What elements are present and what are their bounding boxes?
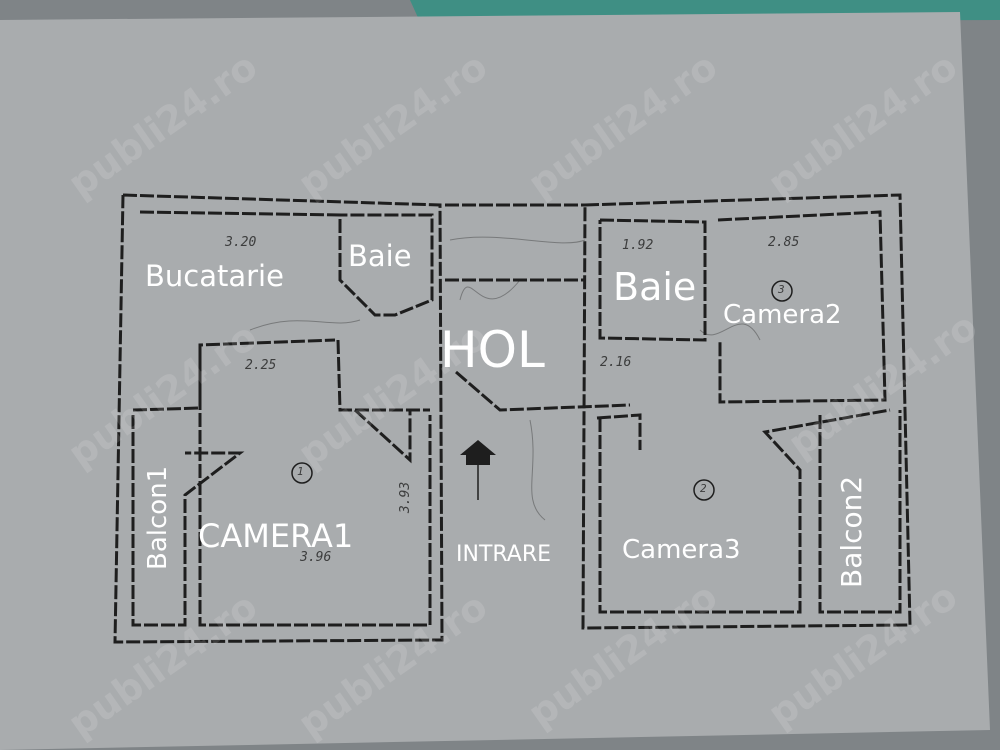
label-camera1: CAMERA1 [198, 517, 354, 555]
right-outer-wall [581, 193, 912, 630]
label-balcon2: Balcon2 [835, 475, 868, 588]
bathroom2-wall [598, 218, 707, 342]
label-bucatarie: Bucatarie [145, 259, 284, 293]
camera2-wall [717, 210, 887, 404]
label-camera3: Camera3 [622, 535, 741, 565]
label-camera2: Camera2 [723, 300, 842, 330]
kitchen-lower-wall [132, 338, 336, 412]
label-balcon1: Balcon1 [143, 465, 173, 570]
dimension-hall: 2.16 [600, 355, 632, 370]
room-number-circles [291, 280, 793, 501]
walls [113, 193, 912, 644]
hall-lower-wall [455, 370, 631, 412]
balcon1-wall [131, 415, 245, 627]
left-outer-wall [113, 193, 444, 644]
bathroom1-wall [139, 210, 434, 317]
label-hol: HOL [440, 321, 545, 379]
room-number-1: 1 [297, 465, 304, 478]
dimension-camera1-side: 3.93 [398, 481, 414, 514]
room-number-2: 2 [700, 482, 707, 495]
dimension-camera2: 2.85 [768, 235, 800, 250]
dimension-bathroom2: 1.92 [622, 238, 654, 253]
dimension-camera1-width: 2.25 [245, 358, 277, 373]
balcon2-wall [818, 410, 902, 614]
label-baie-1: Baie [348, 239, 412, 273]
dimension-kitchen: 3.20 [225, 235, 257, 250]
pencil-scribbles [249, 236, 761, 521]
label-intrare: INTRARE [456, 542, 552, 567]
dimension-camera1-length: 3.96 [300, 550, 332, 565]
door-diagonal-left [353, 408, 412, 464]
camera3-top-left [596, 413, 642, 450]
paper-sheet [0, 12, 990, 750]
room-number-3: 3 [778, 283, 785, 296]
label-baie-2: Baie [613, 265, 697, 309]
camera3-wall [598, 408, 891, 614]
hall-left-wall [336, 339, 430, 412]
entrance-arrow-icon [460, 440, 496, 500]
